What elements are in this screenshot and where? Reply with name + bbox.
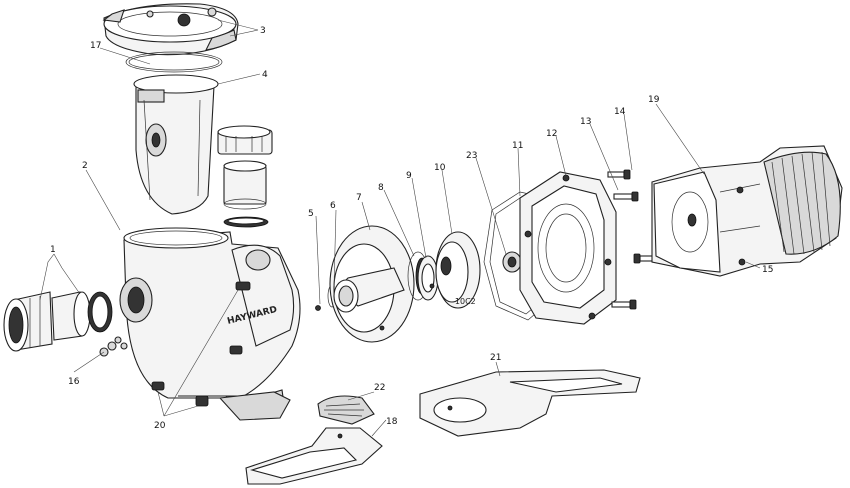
callout-20: 20 (154, 421, 166, 431)
callout-7: 7 (356, 193, 362, 203)
shaft-coupling (502, 251, 522, 273)
motor (651, 145, 843, 277)
callout-16: 16 (68, 377, 80, 387)
union-nut-upper (217, 125, 273, 155)
callout-6: 6 (330, 201, 336, 211)
callout-19: 19 (648, 95, 660, 105)
seal-plate (519, 171, 617, 325)
callout-10: 10 (434, 163, 446, 173)
housing-base (245, 427, 383, 485)
callout-12: 12 (546, 129, 557, 139)
impeller: -10C2 (435, 231, 481, 309)
callout-3: 3 (260, 26, 266, 36)
callout-5: 5 (308, 209, 314, 219)
callout-21: 21 (490, 353, 501, 363)
leader-lines (39, 19, 761, 437)
impeller-mark: -10C2 (452, 297, 476, 306)
callout-15: 15 (762, 265, 773, 275)
callout-22: 22 (374, 383, 385, 393)
callout-numbers: 1 2 3 4 5 6 7 8 9 10 11 12 13 14 15 16 1… (50, 26, 773, 431)
callout-9: 9 (406, 171, 412, 181)
callout-8: 8 (378, 183, 384, 193)
callout-13: 13 (580, 117, 591, 127)
lid-o-ring (125, 51, 223, 73)
callout-23: 23 (466, 151, 477, 161)
callout-14: 14 (614, 107, 626, 117)
tail-o-ring-upper (223, 216, 269, 228)
drain-plugs (99, 336, 128, 357)
callout-11: 11 (512, 141, 523, 151)
impeller-ring (417, 255, 439, 301)
diffuser (329, 225, 415, 343)
pump-housing: HAYWARD (119, 227, 301, 421)
foot-pad (317, 395, 375, 425)
callout-1: 1 (50, 245, 56, 255)
callout-18: 18 (386, 417, 398, 427)
callout-2: 2 (82, 161, 88, 171)
callout-4: 4 (262, 70, 268, 80)
tail-piece-upper (223, 160, 267, 210)
motor-bolts (607, 169, 659, 310)
callout-17: 17 (90, 41, 101, 51)
strainer-cover (102, 3, 239, 56)
motor-base (419, 369, 641, 437)
union-assembly-left (3, 291, 113, 352)
strainer-basket (133, 74, 219, 215)
